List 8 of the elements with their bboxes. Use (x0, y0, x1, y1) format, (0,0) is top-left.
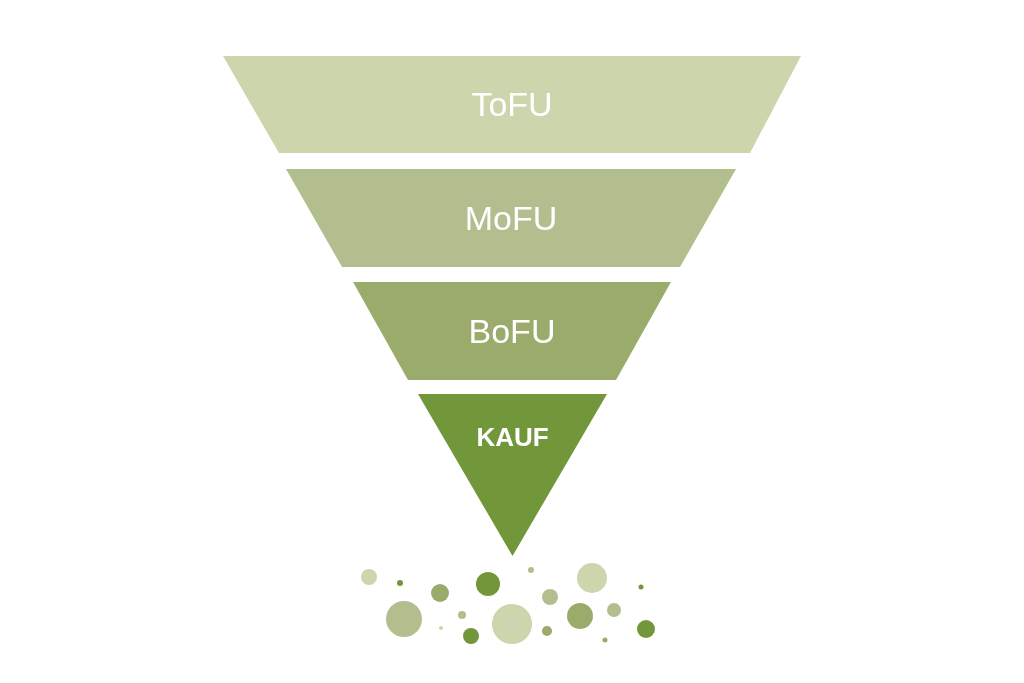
funnel-segment (353, 282, 671, 380)
funnel-triangle (418, 394, 607, 556)
segment-label: BoFU (468, 310, 556, 352)
segment-label: ToFU (471, 84, 553, 125)
segment-label: KAUF (476, 420, 549, 454)
funnel-segment (223, 56, 801, 153)
segment-label: MoFU (464, 197, 558, 239)
funnel-segment (286, 169, 736, 267)
